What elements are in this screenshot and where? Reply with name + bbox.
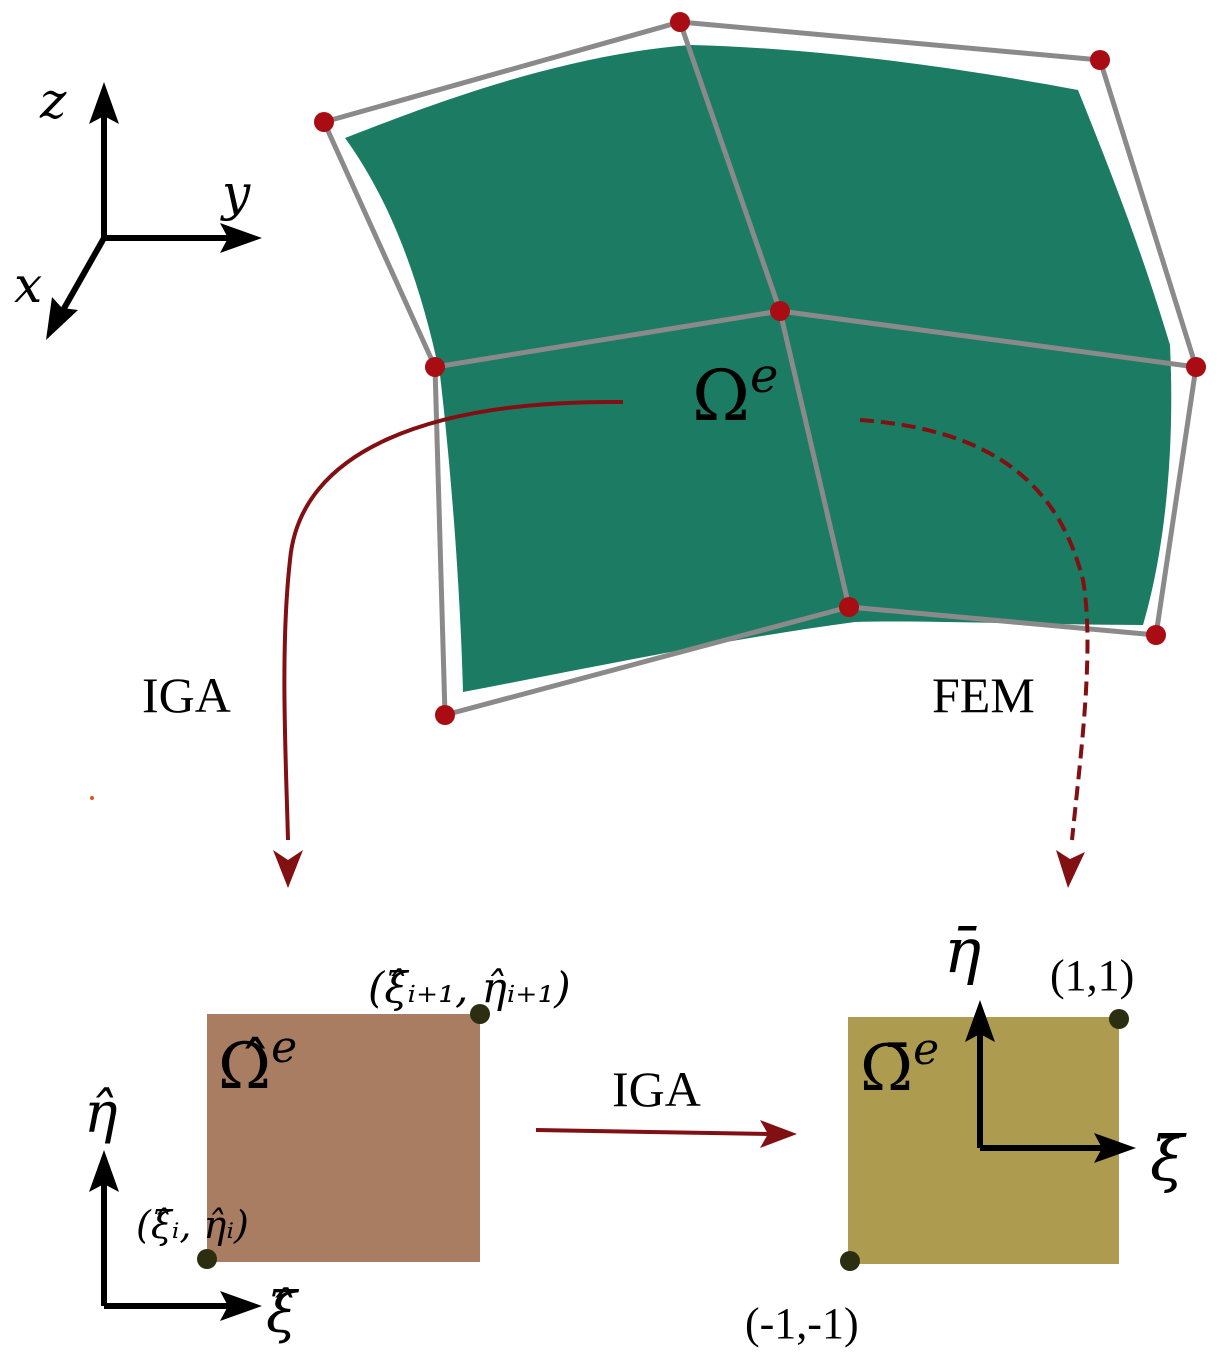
parametric-corner-max-point xyxy=(470,1004,490,1024)
parent-corner-min-point xyxy=(840,1251,860,1271)
x-axis-label: x xyxy=(14,256,42,314)
physical-element-label: Ωe xyxy=(692,348,778,437)
control-point xyxy=(1090,50,1110,70)
parametric-element-label: Ω̂e xyxy=(218,1022,297,1104)
control-point xyxy=(435,705,455,725)
control-point xyxy=(1186,357,1206,377)
eta-hat-axis-label: η̂ xyxy=(84,1081,118,1146)
y-axis-arrowhead xyxy=(220,223,262,253)
parametric-corner-max-label: (ξ̂ᵢ₊₁, η̂ᵢ₊₁) xyxy=(368,963,571,1012)
x-axis-line xyxy=(59,236,107,314)
control-points xyxy=(314,12,1206,725)
control-point xyxy=(314,112,334,132)
control-point xyxy=(839,597,859,617)
xi-hat-arrowhead xyxy=(220,1291,262,1321)
xi-bar-arrowhead xyxy=(1094,1133,1136,1163)
control-point xyxy=(425,357,445,377)
fem-mapping-arrow xyxy=(859,418,1090,888)
eta-bar-arrowhead xyxy=(965,1000,995,1042)
xi-hat-axis-label: ξ̂ xyxy=(266,1281,300,1346)
eta-bar-axis-label: η̄ xyxy=(944,914,981,987)
y-axis-label: y xyxy=(220,164,251,222)
z-axis-label: z xyxy=(39,72,67,130)
parent-domain xyxy=(848,1017,1119,1264)
iga-parent-mapping-label: IGA xyxy=(612,1061,701,1117)
fem-mapping-label: FEM xyxy=(932,667,1035,723)
z-axis-arrowhead xyxy=(89,82,119,124)
parametric-corner-min-point xyxy=(197,1249,217,1269)
parametric-domain xyxy=(207,1014,480,1262)
control-point xyxy=(1146,625,1166,645)
iga-parent-mapping-arrow xyxy=(535,1120,797,1148)
eta-hat-arrowhead xyxy=(89,1150,119,1192)
control-point xyxy=(770,301,790,321)
control-point xyxy=(670,12,690,32)
parent-corner-max-label: (1,1) xyxy=(1050,951,1134,1000)
x-axis-arrowhead xyxy=(46,297,78,340)
parent-axes: η̄ ξ̄ xyxy=(944,914,1187,1195)
physical-surface xyxy=(345,45,1172,692)
parent-element-label: Ω̄e xyxy=(860,1024,939,1106)
global-axes: z y x xyxy=(14,72,262,340)
parametric-axes: η̂ ξ̂ xyxy=(84,1081,300,1346)
xi-bar-axis-label: ξ̄ xyxy=(1150,1122,1187,1195)
stray-dot xyxy=(90,796,94,800)
iga-mapping-label: IGA xyxy=(142,667,231,723)
parent-corner-min-label: (-1,-1) xyxy=(745,1299,859,1348)
parent-corner-max-point xyxy=(1109,1009,1129,1029)
parametric-corner-min-label: (ξ̂ᵢ, η̂ᵢ) xyxy=(136,1203,249,1247)
iga-mapping-arrow xyxy=(273,399,624,888)
